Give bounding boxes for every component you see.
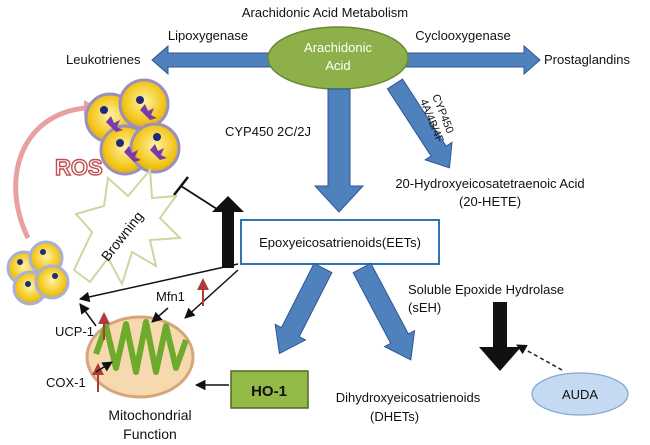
ros-curved-arrow: [13, 105, 86, 240]
auda-dashed-arrow: [516, 344, 563, 371]
cox1-label: COX-1: [46, 375, 86, 390]
eets-to-mito-arrow: [184, 269, 239, 319]
browning-starburst: [72, 167, 183, 287]
seh-label-line1: Soluble Epoxide Hydrolase: [408, 282, 564, 297]
auda-label: AUDA: [562, 387, 598, 402]
arachidonic-acid-line2: Acid: [325, 58, 350, 73]
dhets-label-line1: Dihydroxyeicosatrienoids: [336, 390, 481, 405]
ho1-node: [230, 370, 309, 409]
seh-black-arrow: [479, 302, 521, 371]
eets-to-dhets-arrow: [352, 262, 416, 361]
brown-adipocytes-top: [84, 78, 181, 176]
cyclooxygenase-arrow: [399, 44, 541, 76]
mito-function-line1: Mitochondrial: [108, 407, 191, 423]
arachidonic-acid-line1: Arachidonic: [304, 40, 372, 55]
cyp450-4a-arrow: [386, 78, 453, 169]
cox1-to-mito-arrow: [95, 361, 113, 373]
mfn1-to-mito-arrow: [151, 307, 169, 323]
diagram-title: Arachidonic Acid Metabolism: [242, 5, 408, 20]
eets-node: [240, 219, 440, 265]
dhets-label-line2: (DHETs): [370, 409, 419, 424]
inhibition-bar: [173, 176, 189, 196]
mfn1-label: Mfn1: [156, 289, 185, 304]
hete-label-line1: 20-Hydroxyeicosatetraenoic Acid: [395, 176, 584, 191]
hete-label-line2: (20-HETE): [459, 194, 521, 209]
eets-to-ho1-arrow: [274, 262, 333, 355]
cyp450-2c2j-arrow: [313, 88, 365, 213]
cyp450-2c2j-label: CYP450 2C/2J: [225, 124, 311, 139]
lipoxygenase-arrow: [151, 44, 271, 76]
ho1-label: HO-1: [251, 383, 287, 400]
ros-label: ROS: [55, 155, 103, 180]
mitochondrion-icon: [85, 315, 195, 399]
ucp1-to-mito-arrow: [79, 303, 97, 327]
white-adipocytes-bottom: [6, 240, 70, 306]
cyclooxygenase-label: Cyclooxygenase: [415, 28, 510, 43]
eets-label: Epoxyeicosatrienoids(EETs): [259, 235, 421, 250]
seh-label-line2: (sEH): [408, 300, 441, 315]
inhibition-line: [180, 185, 221, 212]
auda-node: [531, 372, 629, 416]
lipoxygenase-label: Lipoxygenase: [168, 28, 248, 43]
eets-up-black-arrow: [212, 196, 244, 268]
eets-to-adipocytes-arrow: [78, 263, 239, 303]
mito-function-line2: Function: [123, 426, 177, 442]
prostaglandins-label: Prostaglandins: [544, 52, 630, 67]
leukotrienes-label: Leukotrienes: [66, 52, 141, 67]
ucp1-label: UCP-1: [55, 324, 94, 339]
